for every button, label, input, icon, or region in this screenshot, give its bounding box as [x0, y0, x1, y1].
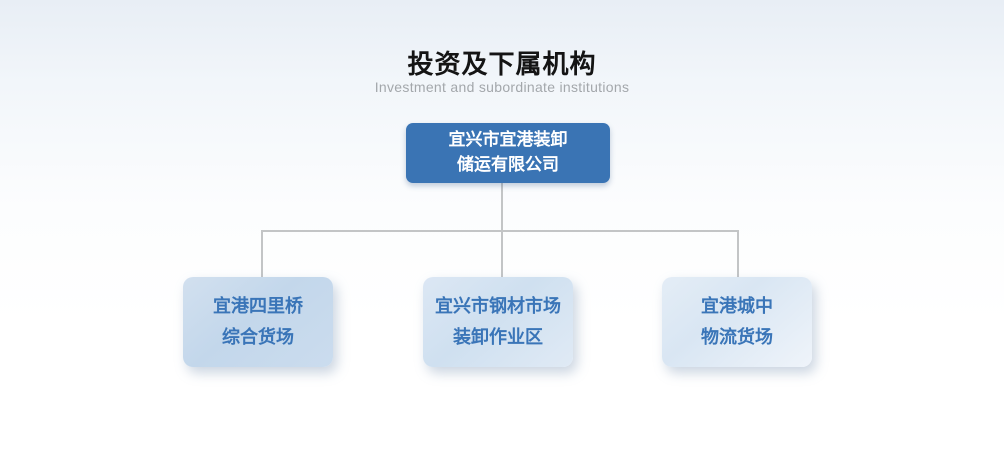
org-node-subsidiary-1: 宜港四里桥 综合货场	[183, 277, 333, 367]
org-node-parent-company: 宜兴市宜港装卸 储运有限公司	[406, 123, 610, 183]
page-subtitle: Investment and subordinate institutions	[374, 79, 630, 95]
connector-drop-right	[737, 231, 739, 277]
connector-root-stub	[501, 183, 503, 230]
page-title: 投资及下属机构	[407, 50, 597, 80]
connector-drop-left	[261, 231, 263, 277]
connector-drop-middle	[501, 231, 503, 277]
org-node-subsidiary-3: 宜港城中 物流货场	[662, 277, 812, 367]
connector-horizontal-rail	[261, 230, 739, 232]
org-node-subsidiary-2: 宜兴市钢材市场 装卸作业区	[423, 277, 573, 367]
